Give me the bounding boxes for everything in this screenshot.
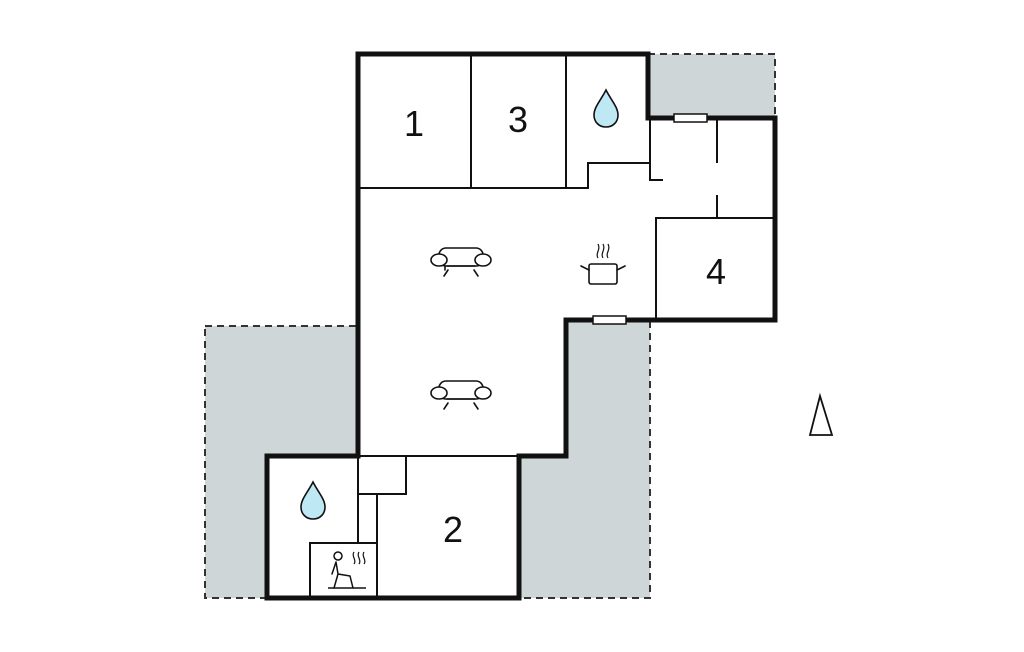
outer-walls: [264, 51, 778, 601]
floor-area: [267, 54, 775, 598]
cooking-pot-icon: [580, 243, 626, 285]
window-kitchen: [592, 315, 627, 325]
wall-bath-step: [587, 162, 649, 189]
room-labels: 1 3 4 2: [404, 99, 726, 550]
sofa-icon: [430, 380, 492, 410]
floor-main: [267, 54, 775, 598]
outer-wall: [264, 51, 778, 601]
inner-walls: [309, 53, 776, 599]
water-drop-icon: [300, 480, 326, 520]
sauna-icon: [328, 551, 366, 589]
windows: [592, 113, 708, 325]
terrace-top-right: [647, 53, 776, 119]
room-label-1: 1: [404, 103, 424, 144]
sauna-cabin: [309, 542, 378, 599]
room-label-3: 3: [508, 99, 528, 140]
sofa-icon: [430, 247, 492, 277]
wall-room-4: [655, 217, 776, 321]
wall-hall-left: [649, 117, 663, 181]
room-label-2: 2: [443, 509, 463, 550]
window-top: [673, 113, 708, 123]
water-drop-icon: [593, 88, 619, 128]
room-label-4: 4: [706, 251, 726, 292]
north-arrow-icon: [808, 392, 834, 436]
